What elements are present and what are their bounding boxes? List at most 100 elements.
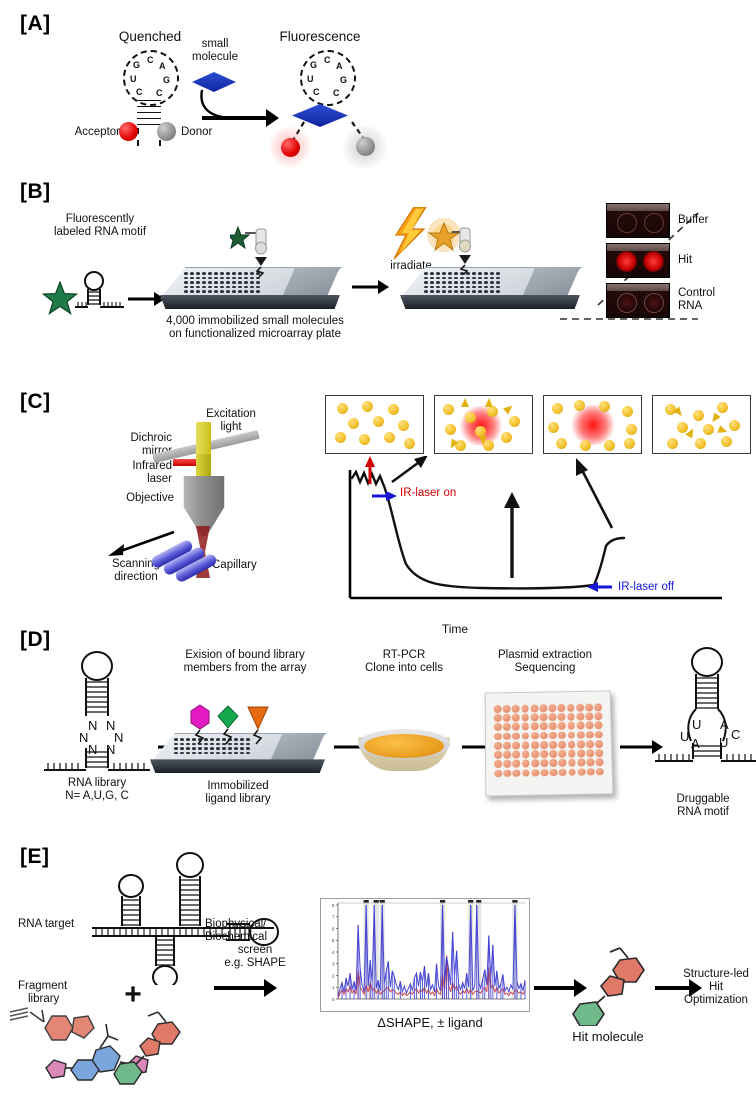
nucleotide-c3: C <box>156 88 163 98</box>
mst-trace-xlabel: Time <box>441 622 469 636</box>
panel-a-acceptor-label: Acceptor <box>74 126 120 138</box>
small-molecule-diamond <box>192 72 236 92</box>
screen-label-line4: e.g. SHAPE <box>224 957 286 969</box>
capillary-label: Capillary <box>212 559 257 571</box>
rna-target-structure <box>92 852 279 985</box>
screen-label-line1: Biophysical/ <box>205 918 267 930</box>
nucleotide-g: G <box>133 60 141 70</box>
panel-b-label: [B] <box>20 180 51 203</box>
plate-spot-grid-2 <box>424 272 500 293</box>
panel-c: [C] Excitation light Dichroic mirror Inf… <box>0 380 756 640</box>
panel-a-quenched-title: Quenched <box>118 29 182 44</box>
readout-hit <box>606 243 670 278</box>
plate-spot-grid <box>184 272 260 293</box>
rna-library-label-line2: N= A,U,G, C <box>65 790 129 802</box>
mst-state-box-3 <box>543 395 642 454</box>
rna-library-label-line1: RNA library <box>67 777 127 789</box>
mst-trace-plot <box>348 456 722 600</box>
svg-text:3: 3 <box>332 962 335 967</box>
svg-text:5: 5 <box>332 938 335 943</box>
applicator-2-crosslinked-icon <box>427 218 471 275</box>
excised-ligands-icons <box>190 704 269 745</box>
scanning-direction-label-line1: Scanning <box>112 558 160 570</box>
acceptor-bead-fluorescing <box>281 138 300 157</box>
panel-b-rna-label-line1: Fluorescently <box>65 213 135 225</box>
infrared-laser-beam <box>173 459 199 466</box>
donor-bead <box>157 122 176 141</box>
nucleotide-c2: C <box>136 87 143 97</box>
panel-e-label: [E] <box>20 845 50 868</box>
screen-label-line3: screen <box>237 944 273 956</box>
ligand-library-plate <box>150 733 327 773</box>
excision-label-line2: members from the array <box>183 662 307 674</box>
dichroic-mirror-label-line1: Dichroic <box>130 432 172 444</box>
acceptor-bead <box>119 122 138 141</box>
fragment-library-molecules <box>9 1007 181 1085</box>
microarray-plate-2 <box>400 267 582 309</box>
library-n-5: N <box>88 742 98 757</box>
96-well-plate <box>484 690 614 797</box>
zoom-callout-lines <box>560 212 699 320</box>
nucleotide-c2-open: C <box>313 87 320 97</box>
fluorescent-rna-hairpin: G C A U G C C <box>288 50 364 146</box>
panel-b-plate-caption-line2: on functionalized microarray plate <box>169 328 341 340</box>
svg-text:1: 1 <box>332 985 335 990</box>
hit-molecule <box>572 947 645 1026</box>
readout-buffer-label: Buffer <box>678 214 709 226</box>
readout-band-1 <box>607 204 669 212</box>
nucleotide-a: A <box>159 61 166 71</box>
druggable-motif-label-line2: RNA motif <box>677 806 729 818</box>
objective-label: Objective <box>126 492 174 504</box>
panel-b-irradiate-label: irradiate <box>390 260 432 272</box>
immobilized-ligand-label-line2: ligand library <box>205 793 271 805</box>
readout-band-3 <box>607 284 669 292</box>
excision-label-line1: Exision of bound library <box>185 649 305 661</box>
motif-letter-a1: A <box>720 717 729 732</box>
druggable-motif-label-line1: Druggable <box>676 793 730 805</box>
readout-control-label-line2: RNA <box>678 300 703 312</box>
optimization-label-line2: Hit <box>708 981 724 993</box>
motif-letter-u1: U <box>692 717 702 732</box>
excitation-light-label-line2: light <box>220 421 242 433</box>
mst-state-box-1 <box>325 395 424 454</box>
immobilized-ligand-label-line1: Immobilized <box>207 780 269 792</box>
motif-letter-c: C <box>731 727 741 742</box>
infrared-laser-label-line2: laser <box>147 473 172 485</box>
hairpin-stem <box>137 100 161 130</box>
fragment-library-label-line2: library <box>28 993 60 1005</box>
petri-dish-agar <box>364 734 444 758</box>
rtpcr-label-line2: Clone into cells <box>365 662 443 674</box>
microarray-plate-1 <box>160 267 342 309</box>
nucleotide-c3-open: C <box>333 88 340 98</box>
nucleotide-g-open: G <box>310 60 318 70</box>
fluorophore-star-icon <box>42 281 78 316</box>
panel-e: [E] RNA target Fragment librar <box>0 840 756 1088</box>
rtpcr-label-line1: RT-PCR <box>382 649 426 661</box>
nucleotide-u-open: U <box>307 74 314 84</box>
plasmid-label-line2: Sequencing <box>514 662 576 674</box>
panel-b-plate-caption-line1: 4,000 immobilized small molecules <box>166 315 344 327</box>
hairpin-leg-left <box>137 128 141 146</box>
svg-text:7: 7 <box>332 915 335 920</box>
mst-state-box-2 <box>434 395 533 454</box>
rna-library-hairpin <box>44 651 150 771</box>
readout-buffer <box>606 203 670 238</box>
readout-spot-faint-2 <box>644 293 664 313</box>
optimization-label-line1: Structure-led <box>683 968 749 980</box>
library-n-1: N <box>88 718 98 733</box>
irradiate-lightning-icon <box>393 207 427 260</box>
druggable-rna-motif <box>655 647 756 762</box>
panel-b-rna-label-line2: labeled RNA motif <box>53 226 147 238</box>
readout-control-label-line1: Control <box>678 287 716 299</box>
nucleotide-u: U <box>130 74 137 84</box>
rna-target-label: RNA target <box>18 918 75 930</box>
hairpin-loop-open <box>300 50 356 106</box>
96-well-grid <box>493 703 604 778</box>
panel-a-small-molecule-label-line1: small <box>201 38 229 50</box>
readout-control-rna <box>606 283 670 318</box>
panel-a-fluorescence-title: Fluorescence <box>279 29 361 44</box>
donor-bead-released <box>356 137 375 156</box>
quenched-rna-hairpin: G C A U G C C <box>111 50 187 146</box>
